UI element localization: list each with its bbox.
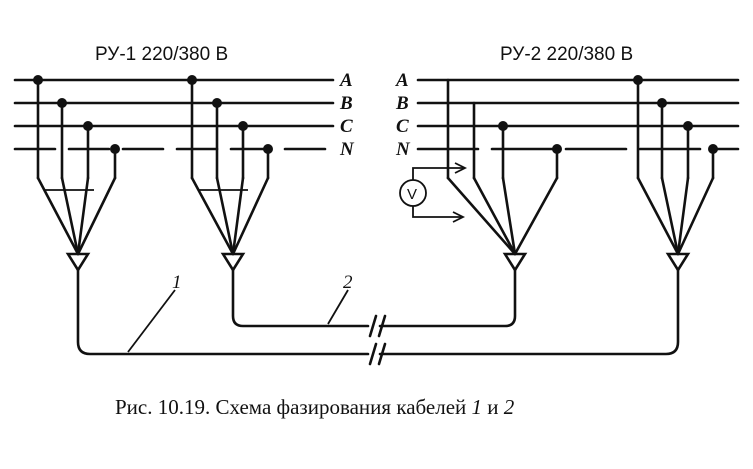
voltmeter: V — [399, 162, 468, 223]
fan-wire — [513, 176, 559, 256]
fan-wire — [676, 176, 715, 256]
probe-lead-bottom — [412, 206, 463, 218]
cable-sleeve — [665, 252, 691, 273]
right-panel-title: РУ-2 220/380 В — [500, 44, 633, 65]
cable-2-left-run — [231, 268, 370, 328]
cable-1-termination-right — [633, 75, 718, 273]
bus-label-b-right: B — [395, 93, 409, 114]
cable-2-right-run — [378, 268, 517, 328]
bus-label-a-right: A — [395, 70, 409, 91]
fan-wire — [446, 176, 517, 256]
cable-2-break-mark — [377, 314, 387, 338]
cable-1-left-run — [76, 268, 370, 356]
bus-label-a-left: A — [339, 70, 353, 91]
fan-wire — [501, 176, 517, 256]
probe-lead-top — [412, 167, 465, 180]
cable-sleeve — [220, 252, 246, 273]
cable-1-termination-left — [33, 75, 120, 273]
left-busbars — [13, 78, 335, 151]
probe-arrow-top — [454, 162, 468, 174]
cable-1-number: 1 — [172, 272, 182, 293]
cable-1-right-run — [378, 268, 680, 356]
fan-wire — [472, 176, 517, 256]
cable-2-route — [231, 268, 517, 338]
voltmeter-symbol: V — [407, 186, 417, 203]
bus-label-b-left: B — [339, 93, 353, 114]
cable-labels: 1 2 — [127, 272, 353, 353]
cable-2-break-mark — [368, 314, 378, 338]
cable-2-number: 2 — [343, 272, 353, 293]
fan-wire — [76, 176, 117, 256]
caption-cable-1: 1 — [472, 395, 483, 419]
bus-label-c-right: C — [396, 116, 409, 137]
cable-1-leader — [127, 289, 176, 353]
cable-sleeve — [502, 252, 528, 273]
bus-labels: A B C N A B C N — [339, 70, 411, 160]
cable-2-termination-left — [187, 75, 273, 273]
probe-arrow-bottom — [452, 211, 466, 223]
cable-sleeve — [65, 252, 91, 273]
right-busbars — [416, 78, 740, 151]
cable-1-break-mark — [377, 342, 387, 366]
cable-2-leader — [327, 289, 349, 325]
caption-cable-2: 2 — [504, 395, 515, 419]
figure-caption: Рис. 10.19. Схема фазирования кабелей 1 … — [115, 395, 515, 419]
fan-wire — [676, 176, 690, 256]
caption-prefix: Рис. 10.19. Схема фазирования кабелей — [115, 395, 472, 419]
fan-wire — [636, 176, 680, 256]
cable-2-termination-right — [446, 78, 562, 273]
bus-label-c-left: C — [340, 116, 353, 137]
cable-1-break-mark — [368, 342, 378, 366]
fan-wire — [660, 176, 680, 256]
fan-wire — [231, 176, 270, 256]
bus-label-n-left: N — [339, 139, 355, 160]
bus-label-n-right: N — [395, 139, 411, 160]
cable-1-route — [76, 268, 680, 366]
left-panel-title: РУ-1 220/380 В — [95, 44, 228, 65]
caption-mid: и — [482, 395, 504, 419]
